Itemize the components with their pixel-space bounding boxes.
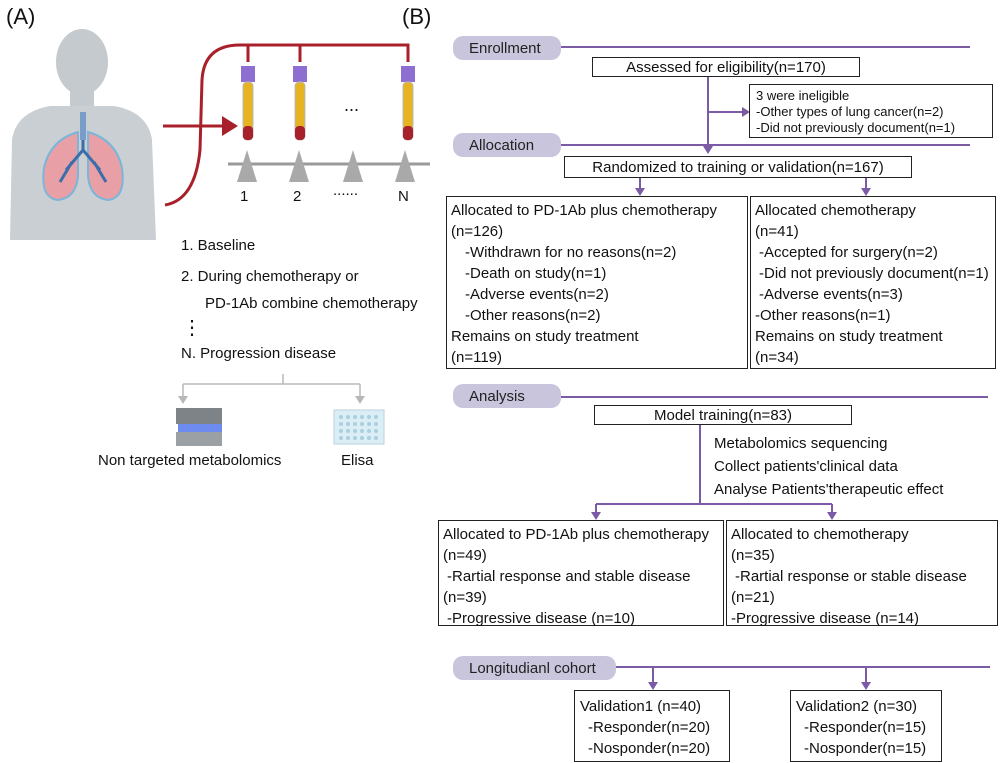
train-right-line: (n=21) [731, 589, 775, 606]
validation1-line: -Responder(n=20) [588, 719, 711, 736]
training-right-box: Allocated to chemotherapy (n=35) -Rartia… [726, 520, 998, 627]
analysis-note: Analyse Patients'therapeutic effect [714, 481, 944, 498]
train-right-line: Allocated to chemotherapy [731, 526, 909, 543]
alloc-right-line: -Other reasons(n=1) [755, 307, 891, 324]
stage-enrollment: Enrollment [453, 36, 561, 60]
stage-allocation: Allocation [453, 133, 561, 157]
validation1-box: Validation1 (n=40) -Responder(n=20) -Nos… [574, 690, 730, 762]
alloc-right-line: (n=41) [755, 223, 799, 240]
alloc-left-line: Remains on study treatment [451, 328, 639, 345]
step-during-cont: PD-1Ab combine chemotherapy [205, 295, 418, 312]
analysis-note: Collect patients'clinical data [714, 458, 898, 475]
alloc-right-line: (n=34) [755, 349, 799, 366]
validation2-line: -Nosponder(n=15) [804, 740, 927, 757]
analysis-note: Metabolomics sequencing [714, 435, 888, 452]
panel-a-label: (A) [6, 4, 36, 29]
train-right-line: -Rartial response or stable disease [735, 568, 967, 585]
ineligible-line: -Other types of lung cancer(n=2) [756, 104, 944, 119]
human-figure-icon [10, 29, 156, 240]
step-during: 2. During chemotherapy or [181, 268, 359, 285]
training-left-box: Allocated to PD-1Ab plus chemotherapy (n… [438, 520, 724, 627]
train-right-line: -Progressive disease (n=14) [731, 610, 920, 627]
ineligible-box: 3 were ineligible -Other types of lung c… [749, 84, 993, 138]
train-left-line: -Progressive disease (n=10) [447, 610, 636, 627]
alloc-left-line: (n=126) [451, 223, 504, 240]
train-left-line: (n=39) [443, 589, 487, 606]
assessed-text: Assessed for eligibility(n=170) [626, 58, 826, 76]
alloc-left-line: Allocated to PD-1Ab plus chemotherapy [451, 202, 717, 219]
validation1-line: Validation1 (n=40) [580, 698, 702, 715]
timepoint-label: ...... [333, 182, 359, 199]
train-right-line: (n=35) [731, 547, 775, 564]
alloc-right-line: -Did not previously document(n=1) [759, 265, 989, 282]
validation2-line: -Responder(n=15) [804, 719, 927, 736]
flow-lines [560, 46, 990, 684]
randomized-box: Randomized to training or validation(n=1… [564, 156, 912, 178]
assessed-box: Assessed for eligibility(n=170) [592, 57, 860, 77]
validation2-line: Validation2 (n=30) [796, 698, 918, 715]
method-elisa: Elisa [341, 452, 374, 469]
blood-tube-icon [401, 66, 415, 141]
allocation-left-box: Allocated to PD-1Ab plus chemotherapy (n… [446, 196, 748, 369]
alloc-right-line: -Adverse events(n=3) [759, 286, 903, 303]
alloc-left-line: -Withdrawn for no reasons(n=2) [465, 244, 677, 261]
vertical-ellipsis: ⋮ [182, 317, 202, 339]
train-left-line: -Rartial response and stable disease [447, 568, 691, 585]
alloc-right-line: Remains on study treatment [755, 328, 943, 345]
tube-ellipsis: ... [344, 95, 360, 115]
alloc-left-line: -Death on study(n=1) [465, 265, 607, 282]
alloc-left-line: -Other reasons(n=2) [465, 307, 601, 324]
method-metabolomics: Non targeted metabolomics [98, 452, 282, 469]
allocation-right-box: Allocated chemotherapy (n=41) -Accepted … [750, 196, 996, 369]
ineligible-line: 3 were ineligible [756, 88, 850, 103]
validation1-line: -Nosponder(n=20) [588, 740, 711, 757]
alloc-left-line: (n=119) [451, 349, 503, 366]
stage-analysis: Analysis [453, 384, 561, 408]
blood-tube-icon [293, 66, 307, 141]
step-progression: N. Progression disease [181, 345, 337, 362]
panel-b-label: (B) [402, 4, 432, 29]
timepoint-label: N [398, 188, 409, 205]
blood-tube-icon [241, 66, 255, 141]
timepoint-label: 1 [240, 188, 249, 205]
timeline-markers [237, 150, 415, 182]
mass-spectrometer-icon [176, 408, 222, 446]
model-training-text: Model training(n=83) [654, 406, 792, 424]
alloc-right-line: -Accepted for surgery(n=2) [759, 244, 938, 261]
timepoint-label: 2 [293, 188, 302, 205]
step-baseline: 1. Baseline [181, 237, 256, 254]
blood-line [164, 43, 410, 207]
elisa-plate-icon [333, 409, 385, 445]
alloc-right-line: Allocated chemotherapy [755, 202, 916, 219]
validation2-box: Validation2 (n=30) -Responder(n=15) -Nos… [790, 690, 942, 762]
model-training-box: Model training(n=83) [594, 405, 852, 425]
randomized-text: Randomized to training or validation(n=1… [592, 158, 884, 176]
stage-longitudinal: Longitudianl cohort [453, 656, 616, 680]
lungs-icon [42, 112, 124, 202]
alloc-left-line: -Adverse events(n=2) [465, 286, 609, 303]
ineligible-line: -Did not previously document(n=1) [756, 120, 956, 135]
train-left-line: Allocated to PD-1Ab plus chemotherapy [443, 526, 709, 543]
train-left-line: (n=49) [443, 547, 487, 564]
